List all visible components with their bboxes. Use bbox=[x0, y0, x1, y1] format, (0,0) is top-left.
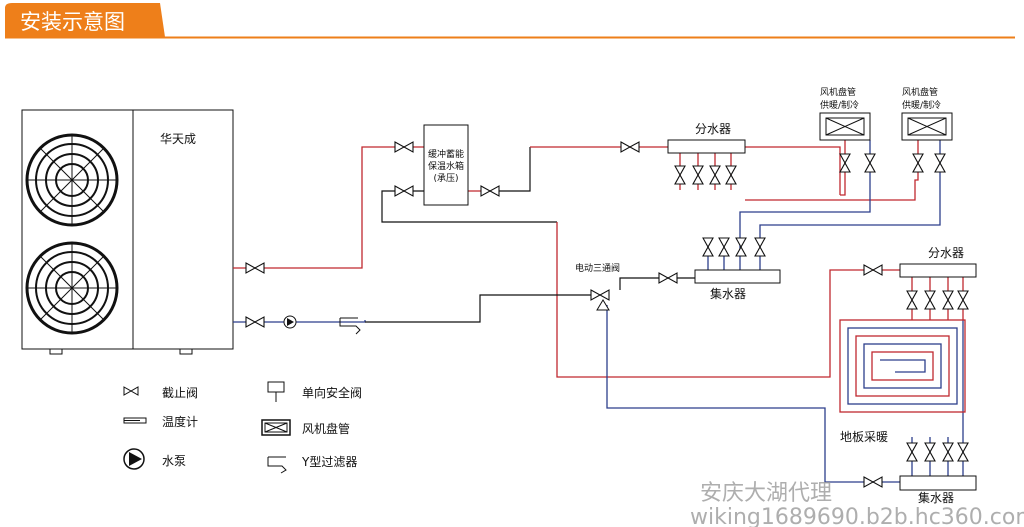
legend-label: 温度计 bbox=[162, 414, 198, 429]
y-filter-icon bbox=[267, 456, 287, 474]
distributor-floor-label: 分水器 bbox=[928, 246, 964, 260]
fan-coil-icon bbox=[901, 112, 953, 141]
floor-heating-coil bbox=[839, 319, 966, 413]
y-filter-icon bbox=[339, 317, 361, 335]
fan-coil-icon bbox=[261, 419, 291, 436]
fan-coil-icon bbox=[819, 112, 871, 141]
collector-floor bbox=[899, 475, 977, 491]
fan-coil-label: 供暖/制冷 bbox=[902, 99, 941, 111]
legend-label: 风机盘管 bbox=[302, 421, 350, 436]
fan-coil-label: 风机盘管 bbox=[820, 86, 856, 98]
tank-label: 保温水箱 bbox=[428, 160, 464, 172]
floor-heating-label: 地板采暖 bbox=[840, 430, 888, 444]
watermark-line1: 安庆大湖代理 bbox=[700, 481, 832, 506]
legend-label: 水泵 bbox=[162, 454, 186, 468]
fan-icon bbox=[25, 241, 119, 335]
watermark-line2: wiking1689690.b2b.hc360.com bbox=[690, 505, 1024, 527]
distributor-top bbox=[667, 139, 746, 154]
distributor-floor bbox=[899, 263, 977, 278]
tank-label: (承压) bbox=[433, 173, 458, 184]
collector-mid bbox=[694, 269, 781, 284]
heat-pump-unit: 华天成 bbox=[21, 109, 234, 355]
safety-valve-icon bbox=[267, 381, 285, 402]
distributor-top-label: 分水器 bbox=[695, 122, 731, 136]
legend-label: 截止阀 bbox=[162, 386, 198, 400]
header-tab bbox=[5, 3, 165, 37]
fan-coil-label: 风机盘管 bbox=[902, 86, 938, 98]
water-pump-icon bbox=[123, 448, 145, 470]
thermometer-icon bbox=[123, 417, 147, 424]
gate-valve-icon bbox=[123, 386, 139, 396]
legend-label: 单向安全阀 bbox=[302, 385, 362, 400]
header: 安装示意图 bbox=[5, 3, 1015, 39]
water-pump-icon bbox=[283, 315, 297, 329]
fan-icon bbox=[25, 133, 119, 227]
collector-floor-label: 集水器 bbox=[918, 490, 954, 505]
three-way-valve bbox=[590, 289, 610, 311]
header-title: 安装示意图 bbox=[20, 10, 125, 34]
tank-label: 缓冲蓄能 bbox=[428, 148, 464, 160]
buffer-tank: 缓冲蓄能 保温水箱 (承压) bbox=[423, 124, 469, 206]
collector-mid-label: 集水器 bbox=[710, 286, 746, 301]
legend-label: Y型过滤器 bbox=[301, 455, 357, 469]
legend: 截止阀 温度计 水泵 单向安全阀 风机盘管 Y型过滤器 bbox=[123, 381, 362, 474]
unit-brand: 华天成 bbox=[160, 132, 196, 146]
fan-coil-label: 供暖/制冷 bbox=[820, 99, 859, 111]
three-way-valve-label: 电动三通阀 bbox=[575, 262, 620, 274]
